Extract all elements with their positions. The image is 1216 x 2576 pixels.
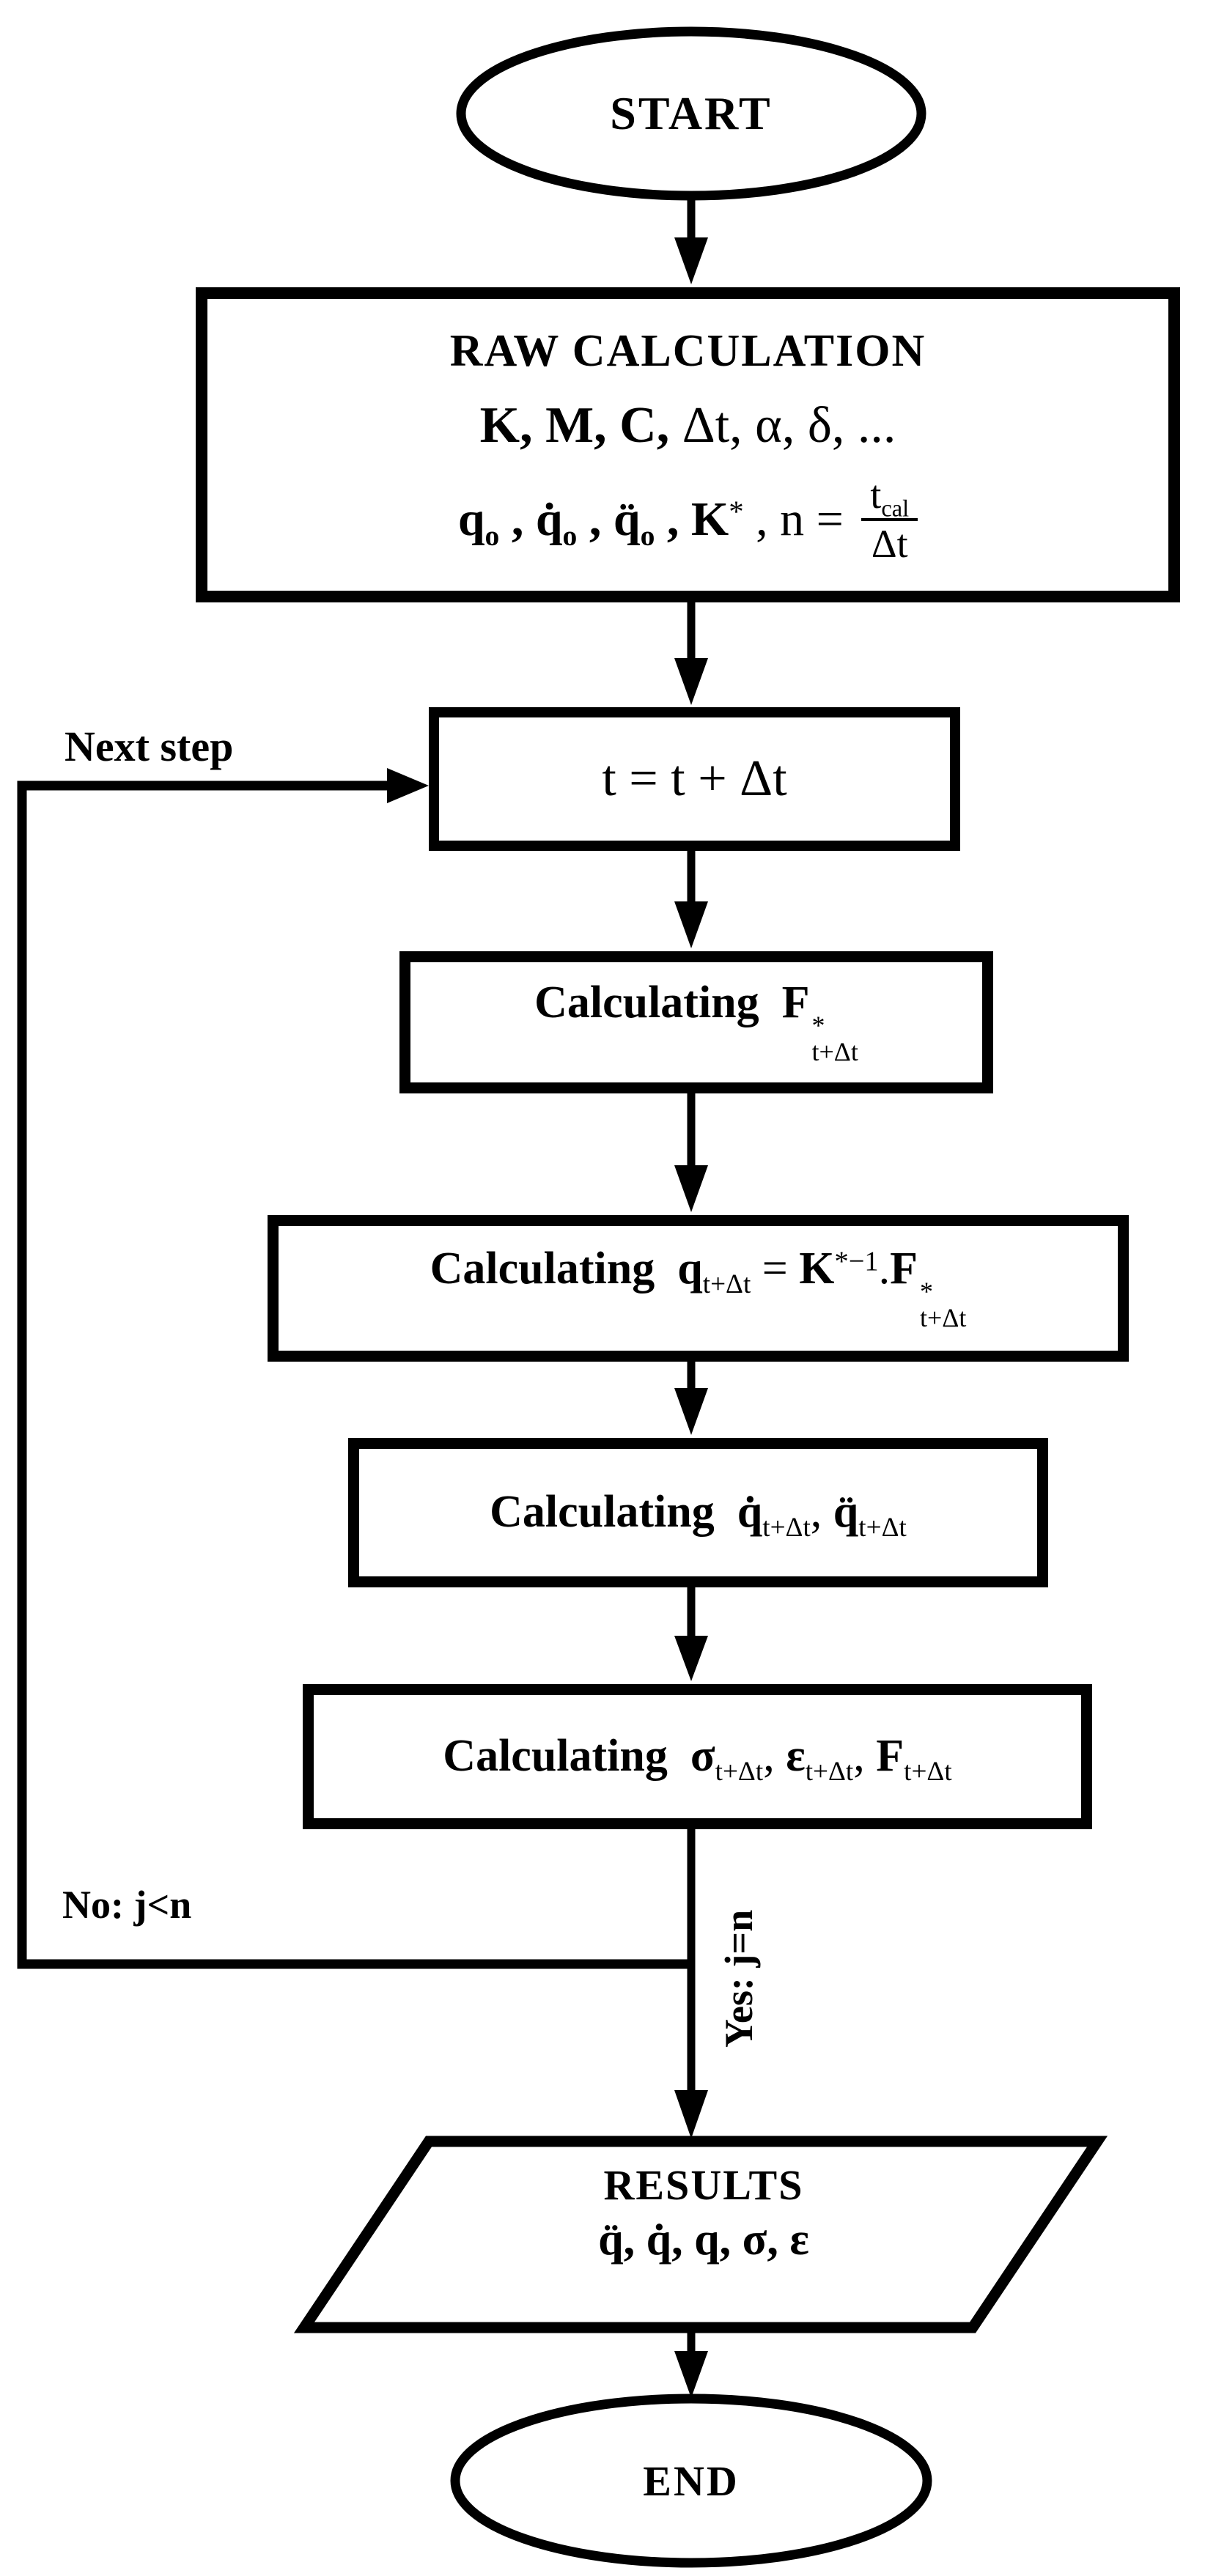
- time-step-box: t = t + Δt: [429, 707, 960, 851]
- raw-parameters-formula: K, M, C, Δt, α, δ, ...: [479, 397, 896, 454]
- end-ellipse: [450, 2394, 932, 2568]
- calc-displacement-box: Calculating qt+Δt = K*−1.F*t+Δt: [268, 1215, 1129, 1362]
- calc-effective-force-formula: Calculating F*t+Δt: [534, 978, 858, 1066]
- next-step-edge-label: Next step: [65, 723, 234, 770]
- calc-effective-force-box: Calculating F*t+Δt: [399, 951, 993, 1093]
- raw-calculation-box: RAW CALCULATION K, M, C, Δt, α, δ, ... q…: [196, 287, 1180, 602]
- calc-stress-strain-force-formula: Calculating σt+Δt, εt+Δt, Ft+Δt: [443, 1731, 952, 1787]
- arrowhead-next-step: [387, 768, 429, 803]
- results-values: q̈, q̇, q, σ, ε: [598, 2215, 809, 2265]
- no-branch-label: No: j<n: [62, 1883, 192, 1927]
- start-terminator-label: START: [610, 87, 773, 139]
- arrowhead-yes-results: [674, 2090, 708, 2138]
- arrowhead-raw-step: [674, 658, 708, 705]
- arrowhead-step-calcf: [674, 901, 708, 948]
- arrowhead-start-raw: [674, 237, 708, 284]
- results-parallelogram: RESULTS q̈, q̇, q, σ, ε: [352, 2160, 1055, 2266]
- calc-velocity-acceleration-formula: Calculating q̇t+Δt, q̈t+Δt: [490, 1487, 907, 1543]
- calc-velocity-acceleration-box: Calculating q̇t+Δt, q̈t+Δt: [348, 1438, 1048, 1587]
- arrowhead-results-end: [674, 2351, 708, 2398]
- time-step-formula: t = t + Δt: [602, 750, 787, 808]
- arrowhead-calcqd-calcs: [674, 1636, 708, 1681]
- yes-branch-label: Yes: j=n: [717, 1909, 761, 2048]
- arrowhead-calcf-calcq: [674, 1165, 708, 1212]
- raw-calculation-title: RAW CALCULATION: [449, 325, 926, 376]
- arrowhead-calcq-calcqd: [674, 1388, 708, 1435]
- end-terminator-label: END: [643, 2457, 740, 2505]
- calc-displacement-formula: Calculating qt+Δt = K*−1.F*t+Δt: [430, 1244, 967, 1332]
- results-parallelogram-shape: [293, 2136, 1108, 2333]
- results-title: RESULTS: [603, 2161, 804, 2209]
- feedback-loop-line: [17, 780, 691, 1969]
- calc-stress-strain-force-box: Calculating σt+Δt, εt+Δt, Ft+Δt: [303, 1684, 1092, 1829]
